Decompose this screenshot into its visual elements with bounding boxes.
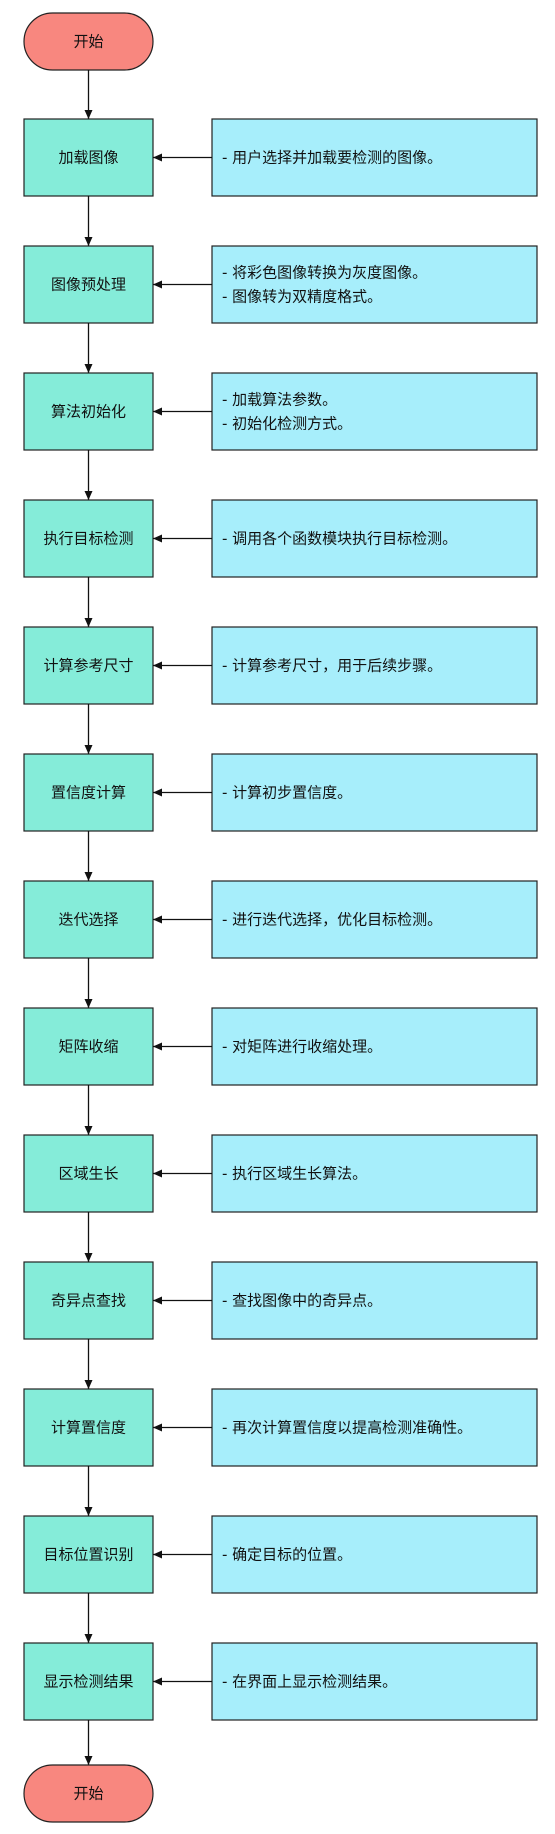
process-step: 图像预处理 (23, 245, 154, 324)
step-note: - 用户选择并加载要检测的图像。 (211, 118, 538, 197)
step-note: - 进行迭代选择，优化目标检测。 (211, 880, 538, 959)
process-label: 显示检测结果 (43, 1673, 133, 1691)
note-box (211, 1515, 538, 1594)
process-box (23, 499, 154, 578)
process-box (23, 1515, 154, 1594)
step-note: - 确定目标的位置。 (211, 1515, 538, 1594)
note-line: - 在界面上显示检测结果。 (222, 1673, 397, 1691)
note-box (211, 118, 538, 197)
step-note: - 调用各个函数模块执行目标检测。 (211, 499, 538, 578)
process-box (23, 1388, 154, 1467)
process-step: 加载图像 (23, 118, 154, 197)
note-line: - 查找图像中的奇异点。 (222, 1292, 382, 1310)
process-label: 加载图像 (58, 149, 118, 167)
step-note: - 在界面上显示检测结果。 (211, 1642, 538, 1721)
step-note: - 计算参考尺寸，用于后续步骤。 (211, 626, 538, 705)
note-line: - 对矩阵进行收缩处理。 (222, 1038, 382, 1056)
note-line: - 加载算法参数。 (222, 391, 337, 409)
note-box (211, 1134, 538, 1213)
process-step: 目标位置识别 (23, 1515, 154, 1594)
note-box (211, 1261, 538, 1340)
process-label: 图像预处理 (51, 276, 126, 294)
process-step: 矩阵收缩 (23, 1007, 154, 1086)
process-step: 计算置信度 (23, 1388, 154, 1467)
end-terminal: 开始 (23, 1764, 154, 1823)
note-box (211, 626, 538, 705)
note-line: - 执行区域生长算法。 (222, 1165, 367, 1183)
process-step: 显示检测结果 (23, 1642, 154, 1721)
step-note: - 计算初步置信度。 (211, 753, 538, 832)
note-box (211, 372, 538, 451)
process-label: 计算参考尺寸 (43, 657, 133, 675)
note-line: - 计算参考尺寸，用于后续步骤。 (222, 657, 442, 675)
step-note: - 将彩色图像转换为灰度图像。 - 图像转为双精度格式。 (211, 245, 538, 324)
process-step: 执行目标检测 (23, 499, 154, 578)
note-line: - 再次计算置信度以提高检测准确性。 (222, 1419, 472, 1437)
process-box (23, 1007, 154, 1086)
note-box (211, 499, 538, 578)
note-box (211, 1007, 538, 1086)
step-note: - 再次计算置信度以提高检测准确性。 (211, 1388, 538, 1467)
process-box (23, 626, 154, 705)
note-line: - 图像转为双精度格式。 (222, 288, 382, 306)
process-box (23, 880, 154, 959)
step-note: - 执行区域生长算法。 (211, 1134, 538, 1213)
process-label: 计算置信度 (51, 1419, 126, 1437)
note-line: - 将彩色图像转换为灰度图像。 (222, 264, 427, 282)
start-label: 开始 (73, 33, 103, 51)
note-line: - 进行迭代选择，优化目标检测。 (222, 911, 442, 929)
note-box (211, 880, 538, 959)
end-label: 开始 (73, 1785, 103, 1803)
start-terminal: 开始 (23, 12, 154, 71)
process-step: 迭代选择 (23, 880, 154, 959)
note-box (211, 1642, 538, 1721)
note-line: - 初始化检测方式。 (222, 415, 352, 433)
step-note: - 对矩阵进行收缩处理。 (211, 1007, 538, 1086)
note-box (211, 245, 538, 324)
process-label: 迭代选择 (58, 911, 118, 929)
process-box (23, 753, 154, 832)
process-label: 矩阵收缩 (58, 1038, 118, 1056)
process-box (23, 118, 154, 197)
note-line: - 计算初步置信度。 (222, 784, 352, 802)
step-note: - 查找图像中的奇异点。 (211, 1261, 538, 1340)
process-step: 区域生长 (23, 1134, 154, 1213)
process-step: 算法初始化 (23, 372, 154, 451)
process-label: 算法初始化 (51, 403, 126, 421)
process-label: 奇异点查找 (51, 1292, 126, 1310)
process-label: 置信度计算 (51, 784, 126, 802)
process-label: 目标位置识别 (43, 1546, 133, 1564)
process-label: 区域生长 (58, 1165, 118, 1183)
process-step: 奇异点查找 (23, 1261, 154, 1340)
process-step: 置信度计算 (23, 753, 154, 832)
step-note: - 加载算法参数。 - 初始化检测方式。 (211, 372, 538, 451)
note-line: - 确定目标的位置。 (222, 1546, 352, 1564)
note-line: - 用户选择并加载要检测的图像。 (222, 149, 442, 167)
process-step: 计算参考尺寸 (23, 626, 154, 705)
note-line: - 调用各个函数模块执行目标检测。 (222, 530, 457, 548)
process-label: 执行目标检测 (43, 530, 133, 548)
